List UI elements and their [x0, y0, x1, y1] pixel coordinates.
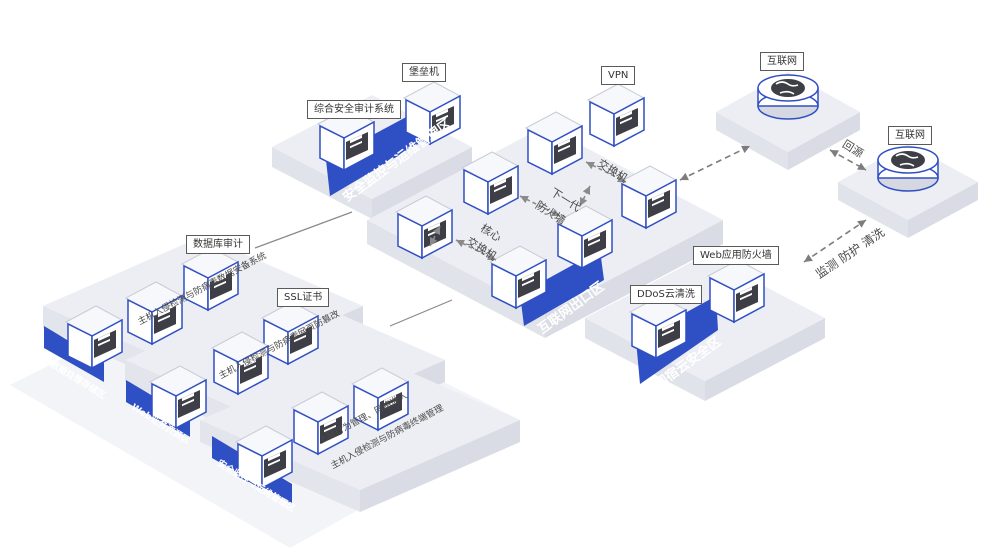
link-firewall-row	[519, 195, 561, 217]
ssl-device	[260, 301, 320, 366]
link-internet-backsource	[829, 149, 867, 171]
link-core-vertical	[429, 225, 441, 247]
internet-node-2	[877, 146, 939, 192]
vpn-device	[586, 83, 646, 148]
ssl-cert-label: SSL证书	[277, 288, 330, 307]
internet-label-2: 互联网	[888, 126, 932, 145]
clipboard-icon	[346, 132, 368, 160]
db-audit-icon	[210, 272, 232, 300]
internet-label-1: 互联网	[760, 52, 804, 71]
internet-node-1	[757, 74, 819, 120]
firewall-icon	[736, 284, 758, 312]
storage-device	[64, 305, 124, 370]
ddos-label: DDoS云清洗	[630, 285, 702, 304]
zone-bar-internet-exit	[520, 250, 604, 326]
bastion-device	[402, 81, 462, 146]
switch-icon	[320, 416, 342, 444]
link-switch-to-switch	[585, 161, 627, 183]
vpn-icon	[616, 108, 638, 136]
link-cloud-monitor	[803, 219, 867, 263]
firewall-device-1	[460, 151, 520, 216]
db-audit-device	[180, 247, 240, 312]
link-core-row	[455, 239, 497, 261]
vpn-label: VPN	[601, 66, 636, 85]
server-icon	[518, 270, 540, 298]
web-device-1	[148, 365, 208, 430]
connector-ops-to-exit	[254, 211, 353, 249]
cloud-cleanup-icon	[658, 320, 680, 348]
behavior-device-2	[290, 391, 350, 456]
db-audit-label: 数据库审计	[186, 235, 250, 254]
waf-label: Web应用防火墙	[693, 246, 779, 265]
document-icon	[432, 106, 454, 134]
switch-icon	[240, 356, 262, 384]
switch-icon	[648, 190, 670, 218]
wifi-icon	[264, 450, 286, 478]
server-icon	[380, 392, 402, 420]
core-switch-device-2	[488, 245, 548, 310]
waf-device	[706, 259, 766, 324]
behavior-device-1	[234, 425, 294, 490]
globe-icon	[891, 151, 925, 169]
browser-icon	[178, 390, 200, 418]
link-fw-vertical	[579, 185, 591, 207]
audit-system-label: 综合安全审计系统	[307, 100, 401, 119]
bastion-host-label: 堡垒机	[402, 63, 446, 82]
firewall-icon	[584, 230, 606, 258]
certificate-icon	[290, 326, 312, 354]
switch-icon	[554, 136, 576, 164]
web-device-2	[210, 331, 270, 396]
core-switch-device	[394, 195, 454, 260]
database-icon	[94, 330, 116, 358]
switch-icon	[154, 306, 176, 334]
firewall-icon	[490, 176, 512, 204]
host-ids-device-1	[124, 281, 184, 346]
firewall-device-2	[554, 205, 614, 270]
switch-device-right	[618, 165, 678, 230]
link-exit-to-internet	[679, 145, 751, 181]
globe-icon	[771, 79, 805, 97]
connector-exit-to-data	[389, 299, 453, 327]
behavior-device-3	[350, 367, 410, 432]
switch-device-top	[524, 111, 584, 176]
